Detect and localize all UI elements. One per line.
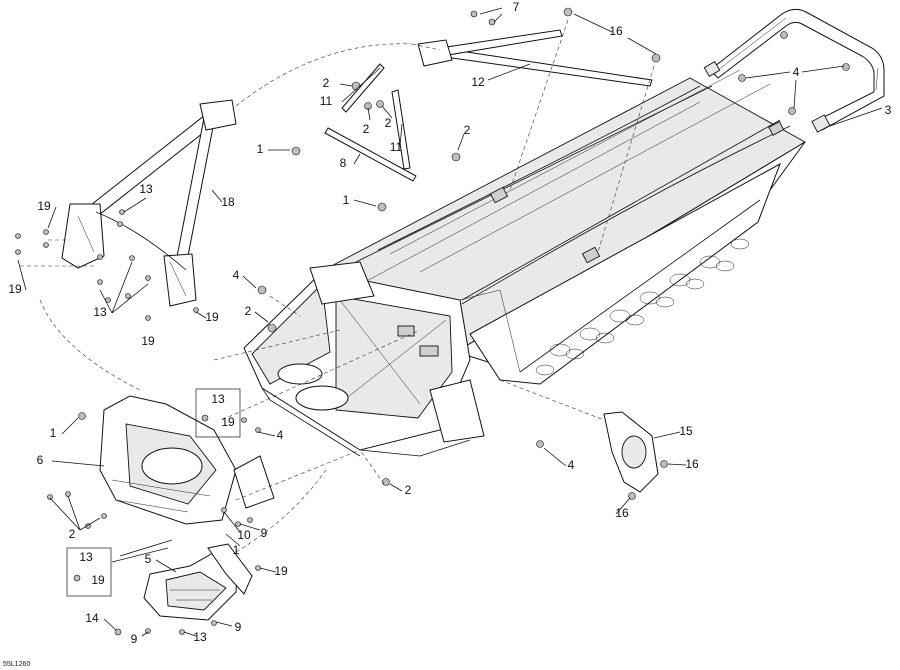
callout-c10: 10 [237,528,251,542]
lower-bracket-5 [111,539,261,636]
callout-c2c: 2 [385,116,392,130]
callout-c13d: 13 [79,550,93,564]
leader-lines [17,7,883,637]
callout-c19a: 19 [37,199,51,213]
callout-c7: 7 [513,0,520,14]
callout-c13a: 13 [139,182,153,196]
callout-c8: 8 [340,156,347,170]
callout-c5: 5 [145,552,152,566]
strut-rods [291,63,461,212]
callout-c19f: 19 [91,573,105,587]
callout-c1c: 1 [50,426,57,440]
diagram-code: 55L1260 [3,661,30,668]
rear-bumper [703,8,885,133]
callout-c11a: 11 [320,94,333,108]
loose-fasteners [221,31,850,527]
callout-c13c: 13 [211,392,225,406]
callout-c4c: 4 [277,428,284,442]
callout-c1d: 1 [233,543,240,557]
callout-c6: 6 [37,453,44,467]
callout-c13e: 13 [193,630,207,644]
rear-strut-12 [411,7,661,253]
callout-c11b: 11 [390,140,403,154]
steering-column-18 [15,43,413,391]
callout-c12: 12 [471,75,485,89]
callout-c2e: 2 [245,304,252,318]
callout-c9c: 9 [131,632,138,646]
callout-c16c: 16 [615,506,629,520]
callout-c2b: 2 [363,122,370,136]
tunnel [319,69,806,385]
callout-c19c: 19 [205,310,219,324]
front-frame [243,261,521,457]
rear-bracket-15 [499,379,668,500]
callout-c2a: 2 [323,76,330,90]
callout-c19e: 19 [221,415,235,429]
callout-c15: 15 [679,424,693,438]
callout-c19g: 19 [274,564,288,578]
detail-box-upper [195,388,241,438]
callout-c2g: 2 [69,527,76,541]
callout-c2d: 2 [464,123,471,137]
callout-c2f: 2 [405,483,412,497]
callout-c1b: 1 [343,193,350,207]
callout-c16b: 16 [685,457,699,471]
detail-box-lower [66,547,112,597]
callout-c4a: 4 [793,65,800,79]
callout-c16a: 16 [609,24,623,38]
callout-c9a: 9 [261,526,268,540]
callout-c4b: 4 [233,268,240,282]
callout-c13b: 13 [93,305,107,319]
callout-c1a: 1 [257,142,264,156]
callout-c19d: 19 [141,334,155,348]
callout-c14: 14 [85,611,99,625]
callout-c19b: 19 [8,282,22,296]
callout-c4d: 4 [568,458,575,472]
callout-c3: 3 [885,103,892,117]
front-bumper-6 [47,329,421,553]
callout-c18: 18 [221,195,235,209]
callout-c9b: 9 [235,620,242,634]
